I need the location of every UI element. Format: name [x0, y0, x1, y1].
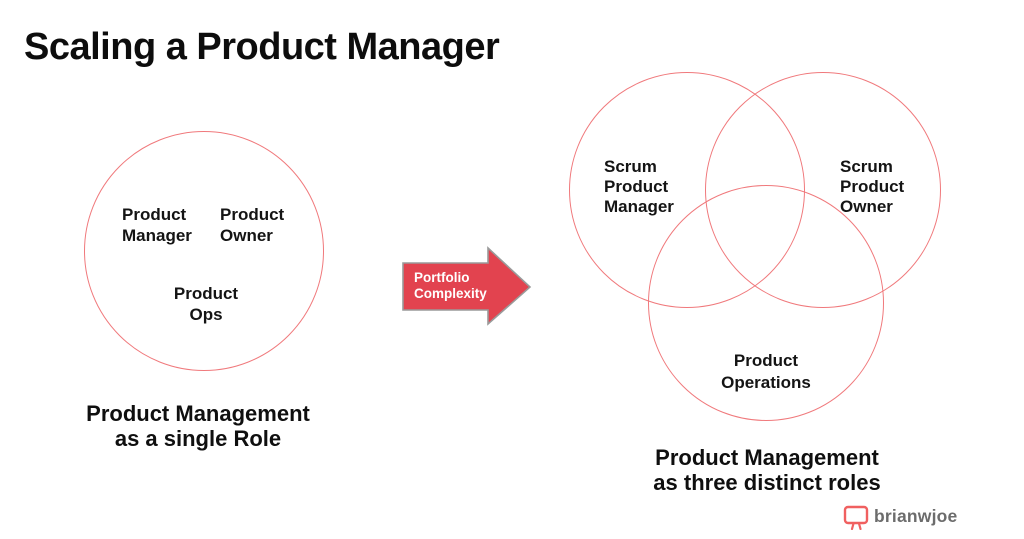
label-product-ops: Product Ops — [173, 284, 239, 324]
arrow-label: Portfolio Complexity — [414, 270, 487, 301]
label-scrum-product-manager: Scrum Product Manager — [604, 157, 674, 216]
label-product-operations: Product Operations — [721, 351, 811, 392]
single-role-circle — [84, 131, 324, 371]
slide-title: Scaling a Product Manager — [24, 26, 500, 68]
brand-logo: brianwjoe — [843, 503, 957, 530]
brand-name: brianwjoe — [874, 506, 958, 526]
venn-circle-product-operations — [648, 185, 884, 421]
easel-whiteboard-icon — [843, 505, 869, 530]
label-scrum-product-owner: Scrum Product Owner — [840, 157, 905, 216]
arrow-icon — [402, 246, 532, 326]
right-arrow-shape — [400, 245, 534, 327]
three-roles-caption: Product Management as three distinct rol… — [653, 445, 881, 495]
label-product-manager: Product Manager — [122, 205, 192, 245]
single-role-caption: Product Management as a single Role — [86, 401, 310, 451]
label-product-owner: Product Owner — [220, 205, 285, 245]
